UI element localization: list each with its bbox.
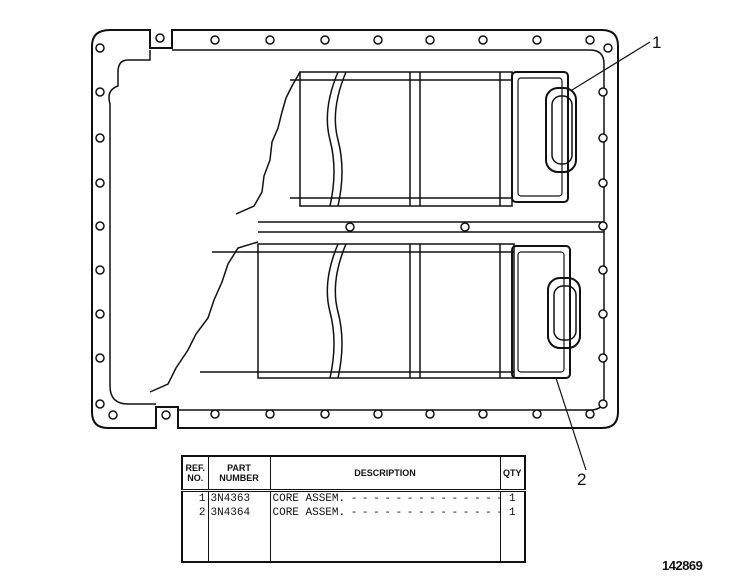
frame-inner-outline xyxy=(172,49,605,411)
parts-list-table: REF. NO. PART NUMBER DESCRIPTION QTY 1 3… xyxy=(181,455,526,563)
row-description-cell: CORE ASSEM. - - - - - - - - - - - - - - … xyxy=(269,506,501,520)
dash-leader: - - - - - - - - - - - - - - - - - - - - … xyxy=(350,507,499,519)
row-qty: 1 xyxy=(499,506,526,520)
frame-outer-outline xyxy=(91,29,619,429)
header-ref-no-line1: REF. xyxy=(185,463,205,473)
row-ref-no: 2 xyxy=(181,506,209,520)
header-qty: QTY xyxy=(499,455,526,492)
header-ref-no-line2: NO. xyxy=(187,473,204,483)
header-ref-no: REF. NO. xyxy=(181,455,209,492)
row-description: CORE ASSEM. xyxy=(272,493,346,505)
divider-rail xyxy=(258,221,604,233)
leader-line-2 xyxy=(555,377,587,471)
row-qty: 1 xyxy=(499,490,526,506)
row-part-number: 3N4363 xyxy=(207,490,271,506)
row-ref-no: 1 xyxy=(181,490,209,506)
frame-inner-left-outline xyxy=(108,50,156,405)
filler-cell xyxy=(181,520,209,562)
break-line-lower xyxy=(149,241,259,393)
figure-number: 142869 xyxy=(662,558,703,573)
callout-number-2: 2 xyxy=(577,470,587,489)
dash-leader: - - - - - - - - - - - - - - - - - - - - … xyxy=(350,493,499,505)
upper-core-assembly xyxy=(290,71,577,207)
filler-cell xyxy=(269,520,501,562)
table-row: 1 3N4363 CORE ASSEM. - - - - - - - - - -… xyxy=(181,490,526,506)
table-row: 2 3N4364 CORE ASSEM. - - - - - - - - - -… xyxy=(181,506,526,520)
filler-cell xyxy=(499,520,526,562)
lower-core-assembly xyxy=(200,243,581,379)
break-line-upper xyxy=(235,71,301,215)
leader-line-1 xyxy=(571,41,651,91)
table-filler-row xyxy=(181,520,526,562)
row-description-cell: CORE ASSEM. - - - - - - - - - - - - - - … xyxy=(269,490,501,506)
header-part-number-line1: PART xyxy=(227,463,251,473)
header-part-number: PART NUMBER xyxy=(207,455,271,492)
bolt-holes xyxy=(95,33,613,420)
callout-number-1: 1 xyxy=(652,33,662,52)
filler-cell xyxy=(207,520,271,562)
header-description: DESCRIPTION xyxy=(269,455,501,492)
row-description: CORE ASSEM. xyxy=(272,507,346,519)
header-part-number-line2: NUMBER xyxy=(219,473,259,483)
parts-table-header-row: REF. NO. PART NUMBER DESCRIPTION QTY xyxy=(181,455,526,492)
row-part-number: 3N4364 xyxy=(207,506,271,520)
